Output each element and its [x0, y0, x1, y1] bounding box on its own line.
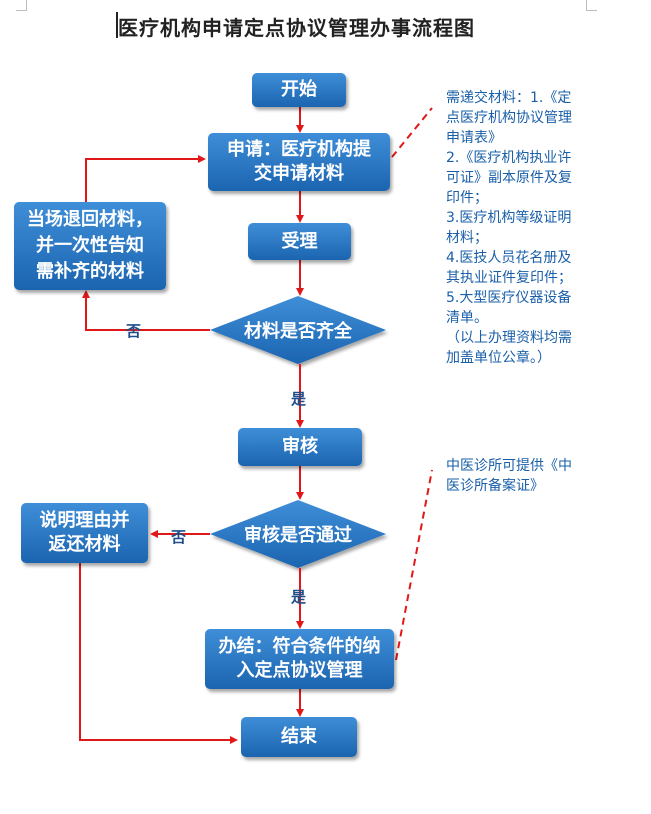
node-return-materials: 当场退回材料， 并一次性告知 需补齐的材料	[14, 202, 166, 290]
note-materials-line: 3.医疗机构等级证明	[446, 210, 572, 226]
arrow-explain-to-end	[79, 563, 238, 744]
node-return-line1: 当场退回材料，	[27, 209, 153, 230]
note-materials-line: 5.大型医疗仪器设备	[446, 290, 572, 306]
note-materials-line: 点医疗机构协议管理	[446, 110, 572, 126]
node-finish-line2: 入定点协议管理	[236, 660, 363, 681]
node-review: 审核	[238, 428, 362, 466]
node-return-line3: 需补齐的材料	[36, 261, 144, 282]
node-apply-line1: 申请：医疗机构提	[227, 139, 371, 160]
node-end: 结束	[241, 717, 357, 757]
note-materials-line: 印件；	[446, 190, 488, 206]
node-return-line2: 并一次性告知	[36, 235, 144, 256]
note-materials-line: 清单。	[446, 310, 488, 326]
node-accept: 受理	[248, 223, 351, 260]
node-explain-line1: 说明理由并	[39, 510, 130, 531]
node-finish: 办结：符合条件的纳 入定点协议管理	[205, 629, 394, 689]
note-materials-line: （以上办理资料均需	[446, 330, 572, 346]
edge-label-no-1: 否	[126, 322, 142, 340]
edge-label-no-2: 否	[171, 528, 187, 546]
note-tcm-line: 中医诊所可提供《中	[446, 458, 572, 474]
node-apply-line2: 交申请材料	[254, 163, 344, 184]
diamond-check-complete	[210, 296, 386, 364]
note-materials-line: 材料；	[446, 230, 488, 246]
diamond-review-pass-label: 审核是否通过	[244, 525, 352, 546]
note-materials-line: 申请表》	[446, 130, 502, 146]
note-materials-line: 可证》副本原件及复	[446, 170, 572, 186]
edge-label-yes-1: 是	[291, 390, 307, 408]
node-start: 开始	[252, 73, 346, 107]
note-tcm-line: 医诊所备案证》	[446, 478, 544, 494]
callout-line-materials	[391, 107, 433, 158]
note-materials-line: 需递交材料：1.《定	[446, 90, 572, 106]
callout-line-tcm	[395, 469, 433, 661]
corner-mark-top-right	[586, 0, 597, 11]
diamond-check-complete-label: 材料是否齐全	[244, 321, 352, 342]
diamond-review-pass	[210, 500, 386, 568]
node-finish-line1: 办结：符合条件的纳	[218, 636, 381, 657]
node-explain-line2: 返还材料	[48, 534, 121, 555]
edge-label-yes-2: 是	[291, 588, 307, 606]
note-required-materials: 需递交材料：1.《定 点医疗机构协议管理 申请表》 2.《医疗机构执业许 可证》…	[446, 88, 642, 368]
arrow-check-no-to-return	[82, 290, 210, 331]
arrow-return-to-apply	[85, 155, 206, 202]
note-tcm-clinic: 中医诊所可提供《中 医诊所备案证》	[446, 456, 642, 496]
note-materials-line: 加盖单位公章。）	[446, 350, 551, 366]
note-materials-line: 4.医技人员花名册及	[446, 250, 572, 266]
page-title: 医疗机构申请定点协议管理办事流程图	[118, 16, 475, 40]
text-cursor	[116, 12, 118, 38]
note-materials-line: 2.《医疗机构执业许	[446, 150, 572, 166]
note-materials-line: 其执业证件复印件；	[446, 270, 572, 286]
node-explain-return: 说明理由并 返还材料	[21, 503, 148, 563]
corner-mark-top-left	[16, 0, 27, 11]
node-apply: 申请：医疗机构提 交申请材料	[208, 133, 390, 191]
